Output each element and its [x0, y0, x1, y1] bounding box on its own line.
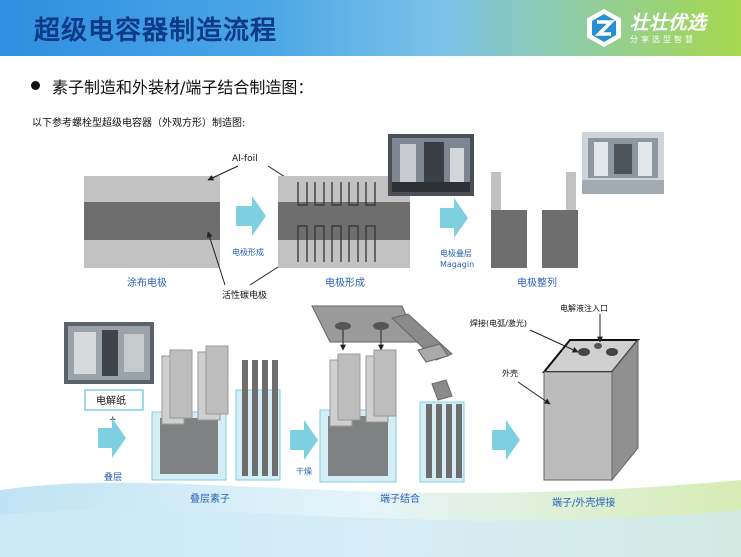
stacked-element — [151, 345, 281, 481]
stacking-machine-photo — [64, 322, 154, 384]
magagin-label: Magagin — [440, 260, 474, 269]
electrolyte-port-label: 电解液注入口 — [560, 303, 608, 313]
stack-arrow-label: 叠层 — [104, 472, 122, 483]
terminal-step-label: 端子结合 — [380, 492, 420, 505]
terminal-bonded-element — [319, 349, 465, 483]
logo-name: 壮壮优选 — [630, 12, 707, 34]
separator-label: 电解纸 — [96, 394, 126, 407]
welding-pointer — [529, 329, 579, 353]
active-carbon-label: 活性碳电极 — [222, 289, 267, 301]
page-title: 超级电容器制造流程 — [34, 16, 278, 46]
forming-machine-photo — [388, 134, 474, 196]
weld-arrow — [492, 420, 520, 460]
arrange-machine-photo — [582, 132, 664, 194]
welding-step-label: 端子/外壳焊接 — [552, 496, 615, 509]
brand-logo: 壮壮优选 分享选型智慧 — [584, 6, 734, 50]
dry-arrow — [290, 420, 318, 460]
header-bar: 超级电容器制造流程 壮壮优选 分享选型智慧 — [0, 0, 741, 56]
arranged-electrodes — [491, 172, 578, 268]
logo-slogan: 分享选型智慧 — [630, 35, 696, 44]
case-label: 外壳 — [502, 368, 518, 378]
element-step-label: 叠层素子 — [190, 492, 230, 505]
carbon-pointer-left — [206, 231, 226, 286]
separator-box — [84, 389, 144, 411]
al-foil-label: Al-foil — [232, 154, 258, 164]
stack-arrow — [98, 418, 126, 458]
footer-wave-decoration — [0, 480, 741, 557]
case-pointer — [517, 381, 551, 405]
forming-arrow — [236, 196, 266, 236]
coating-step-label: 涂布电极 — [127, 276, 167, 289]
dry-arrow-label: 干燥 — [296, 467, 312, 476]
arrange-step-label: 电极整列 — [517, 276, 557, 289]
capacitor-case — [541, 338, 641, 482]
terminal-jig — [311, 305, 453, 401]
intro-text: 以下参考螺栓型超级电容器（外观方形）制造图: — [32, 118, 246, 129]
stacking-arrow-label: 电极叠层 — [440, 248, 472, 258]
stacking-arrow — [440, 198, 468, 238]
section-heading: 素子制造和外装材/端子结合制造图： — [52, 78, 314, 97]
welding-label: 焊接(电弧/激光) — [470, 318, 527, 328]
logo-icon — [587, 9, 621, 47]
al-foil-pointer-left — [207, 165, 239, 181]
forming-step-label: 电极形成 — [325, 276, 365, 289]
coated-electrode — [84, 176, 220, 268]
forming-arrow-label: 电极形成 — [232, 247, 264, 257]
bullet-dot — [31, 81, 40, 90]
